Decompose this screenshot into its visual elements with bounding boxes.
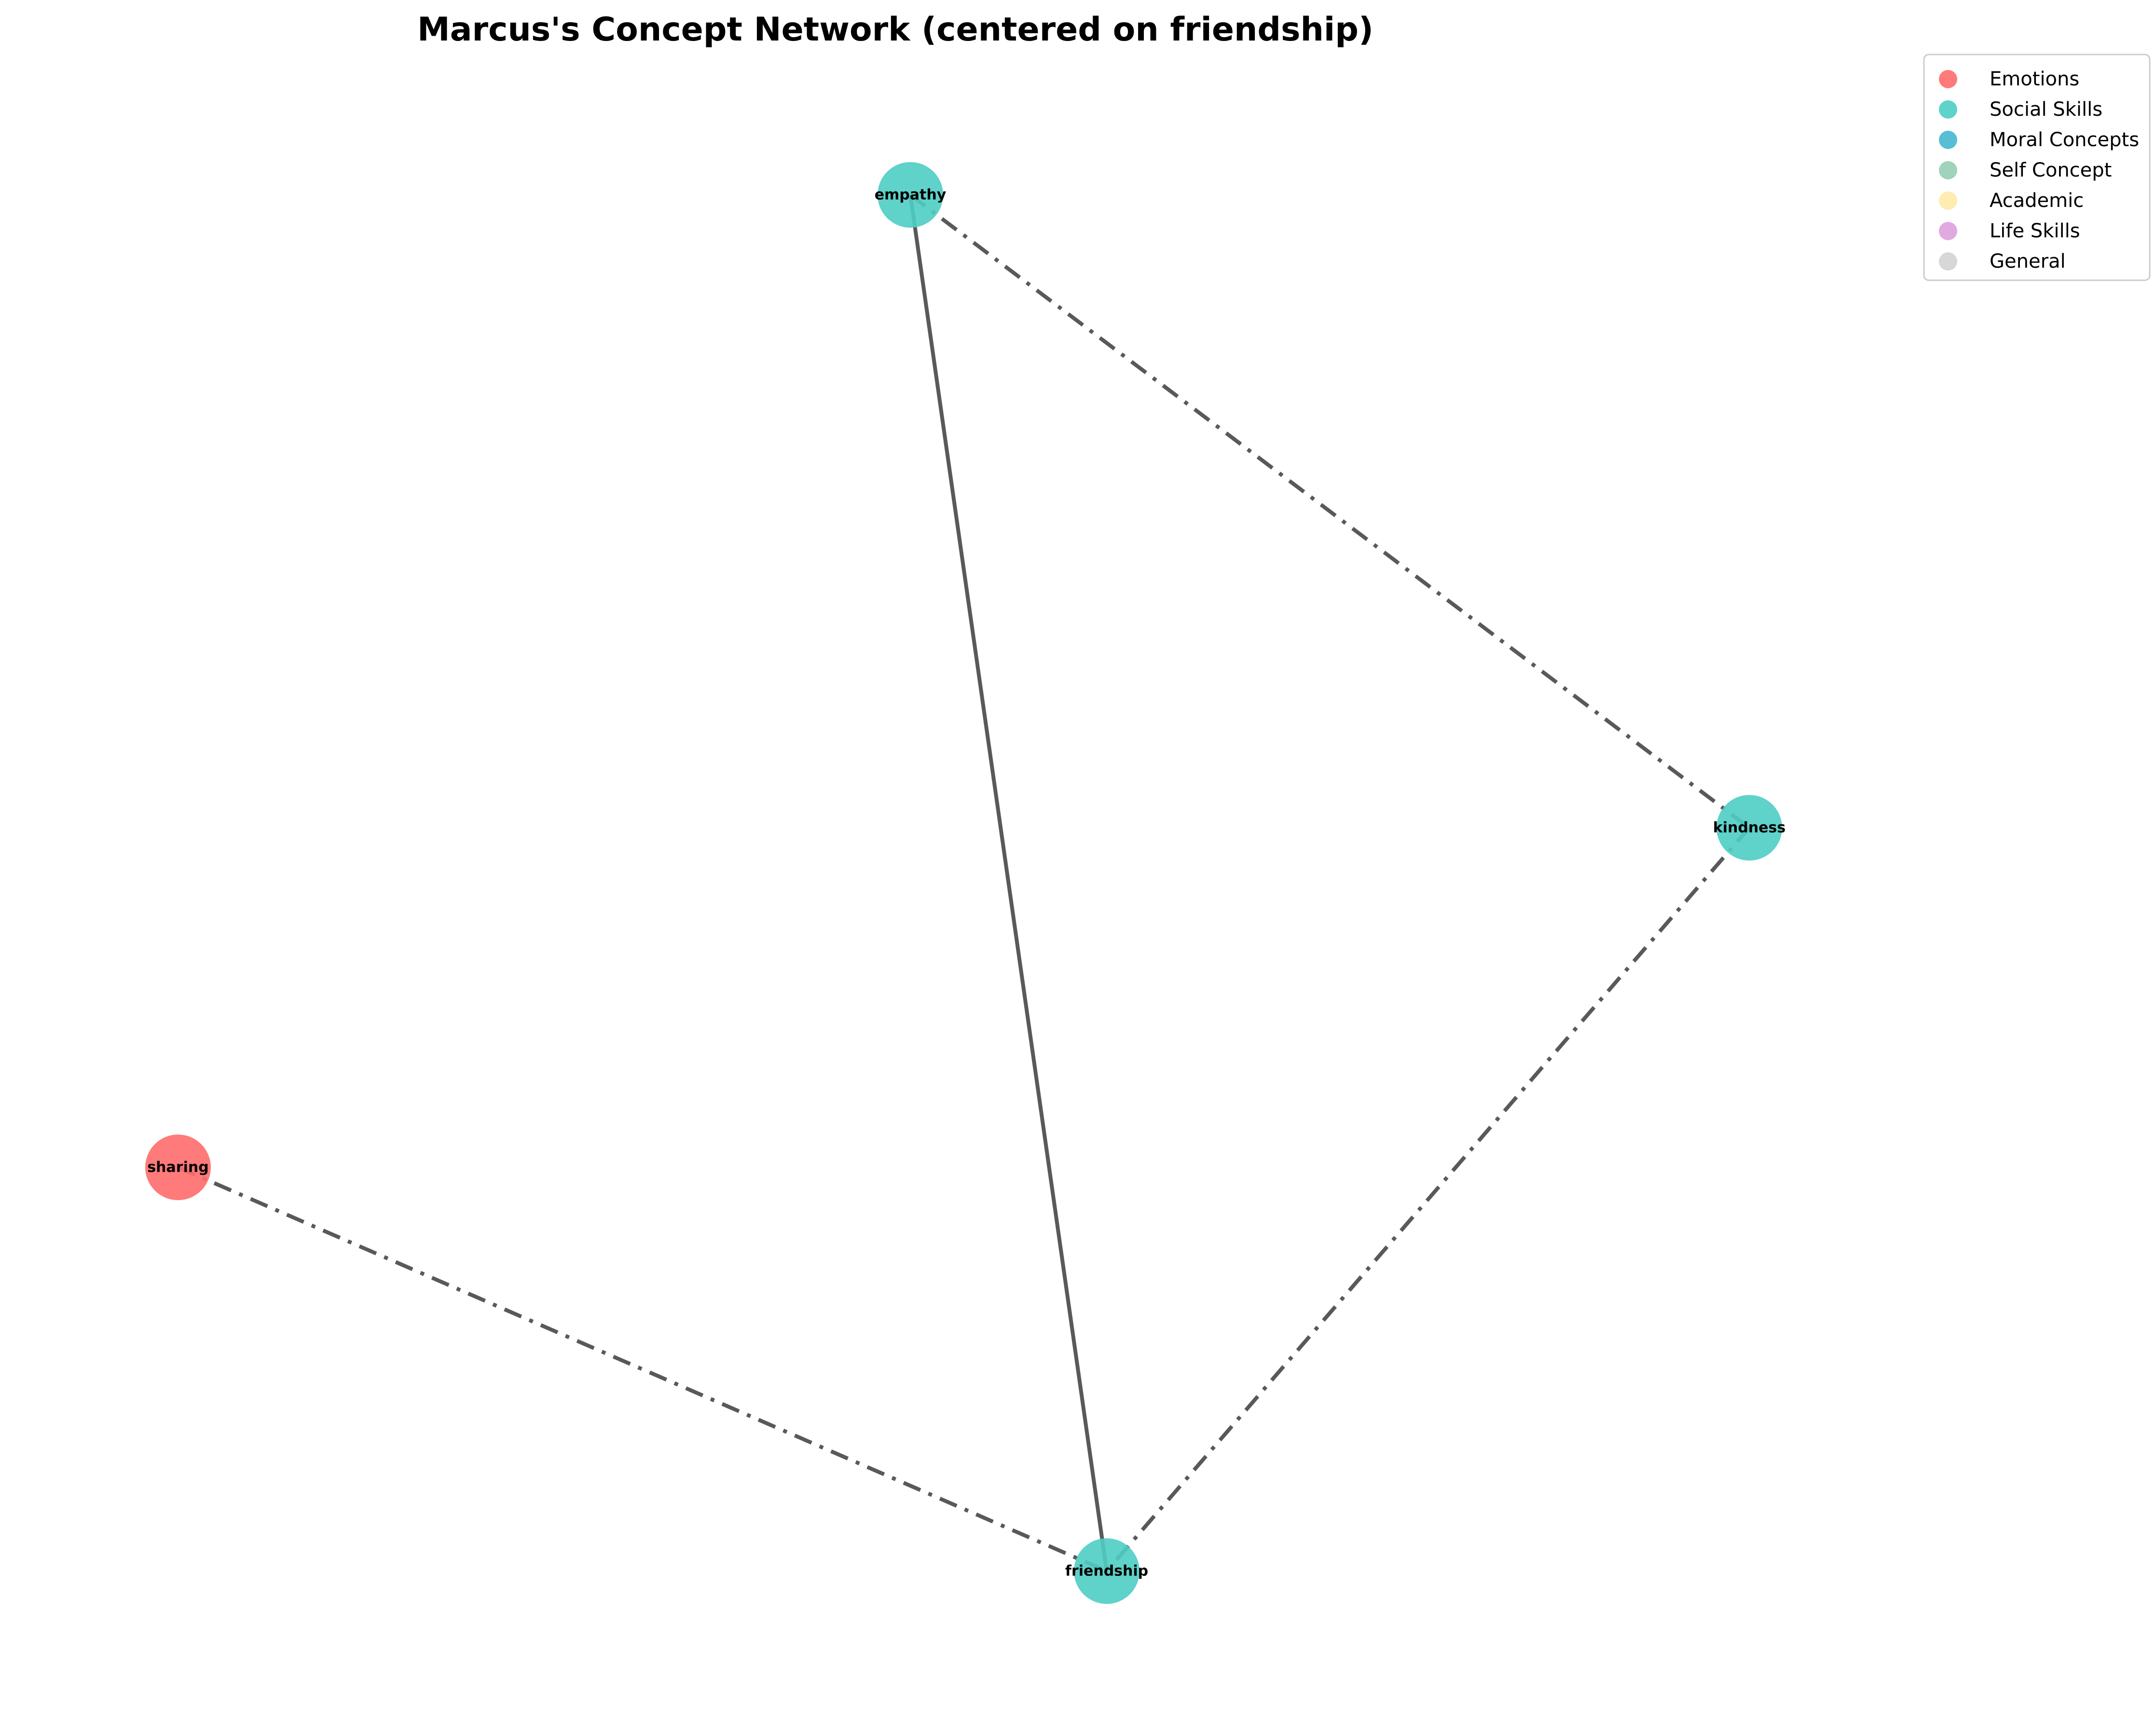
node-circle-empathy bbox=[878, 162, 943, 228]
legend-marker bbox=[1939, 100, 1957, 119]
legend-item-academic: Academic bbox=[1939, 190, 2084, 212]
legend-item-self-concept: Self Concept bbox=[1939, 159, 2112, 181]
nodes-layer: empathy kindness sharing friendship bbox=[145, 162, 1785, 1604]
legend-item-emotions: Emotions bbox=[1939, 68, 2079, 90]
node-label-kindness: kindness bbox=[1713, 820, 1785, 836]
edge-empathy-kindness bbox=[909, 193, 1751, 830]
legend-item-social-skills: Social Skills bbox=[1939, 98, 2102, 121]
legend-label: Self Concept bbox=[1990, 159, 2112, 181]
legend-marker bbox=[1939, 70, 1957, 88]
legend-marker bbox=[1939, 161, 1957, 179]
edge-kindness-friendship bbox=[1105, 826, 1751, 1573]
legend-label: Life Skills bbox=[1990, 220, 2080, 242]
legend-label: Academic bbox=[1990, 190, 2084, 212]
legend-marker bbox=[1939, 252, 1957, 271]
node-sharing: sharing bbox=[145, 1135, 211, 1200]
edges-layer bbox=[177, 193, 1751, 1573]
legend-label: General bbox=[1990, 250, 2066, 273]
node-label-friendship: friendship bbox=[1065, 1563, 1148, 1580]
node-friendship: friendship bbox=[1065, 1538, 1148, 1604]
figure-title: Marcus's Concept Network (centered on fr… bbox=[417, 11, 1373, 49]
legend-item-general: General bbox=[1939, 250, 2066, 273]
node-kindness: kindness bbox=[1713, 795, 1785, 861]
node-label-empathy: empathy bbox=[875, 187, 947, 204]
legend-label: Social Skills bbox=[1990, 98, 2102, 121]
legend-label: Moral Concepts bbox=[1990, 129, 2139, 151]
node-circle-friendship bbox=[1074, 1538, 1140, 1604]
legend-marker bbox=[1939, 192, 1957, 210]
node-label-sharing: sharing bbox=[147, 1159, 208, 1176]
legend-marker bbox=[1939, 131, 1957, 149]
legend-item-life-skills: Life Skills bbox=[1939, 220, 2080, 242]
legend-label: Emotions bbox=[1990, 68, 2079, 90]
edge-sharing-friendship bbox=[177, 1165, 1108, 1573]
node-empathy: empathy bbox=[875, 162, 947, 228]
legend-frame bbox=[1923, 54, 2151, 281]
edge-empathy-friendship bbox=[908, 194, 1109, 1572]
node-circle-sharing bbox=[145, 1135, 211, 1200]
legend-item-moral-concepts: Moral Concepts bbox=[1939, 129, 2139, 151]
node-circle-kindness bbox=[1717, 795, 1782, 861]
legend-marker bbox=[1939, 222, 1957, 240]
